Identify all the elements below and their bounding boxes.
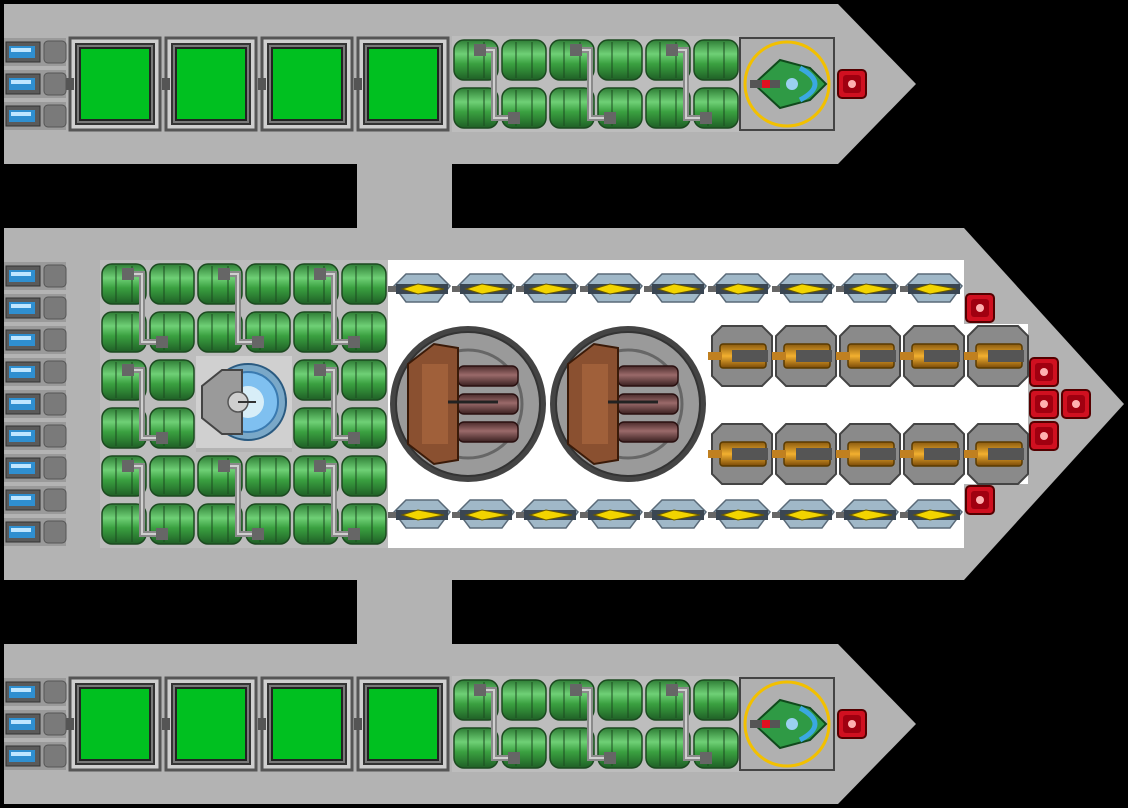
thruster-icon [4, 454, 67, 482]
generator-module-icon [292, 356, 388, 452]
lower-wing [4, 676, 867, 772]
missile-launcher-icon [388, 499, 451, 529]
generator-module-icon [196, 260, 292, 356]
thruster-icon [4, 390, 67, 418]
point-defense-icon [1061, 389, 1091, 419]
generator-module-icon [644, 36, 740, 132]
missile-launcher-icon [580, 273, 643, 303]
thruster-icon [4, 262, 67, 290]
thruster-icon [4, 358, 67, 386]
generator-module-icon [292, 260, 388, 356]
generator-module-icon [196, 452, 292, 548]
generator-module-icon [292, 452, 388, 548]
missile-launcher-icon [644, 499, 707, 529]
cargo-bay-icon [162, 676, 258, 772]
cargo-bay-icon [354, 36, 450, 132]
missile-launcher-icon [708, 273, 771, 303]
cannon-icon [900, 423, 965, 485]
cargo-bay-icon [162, 36, 258, 132]
missile-launcher-icon [900, 499, 963, 529]
thruster-icon [4, 742, 67, 770]
heavy-turret-icon [550, 326, 706, 482]
cannon-icon [772, 423, 837, 485]
cannon-icon [836, 325, 901, 387]
cannon-icon [836, 423, 901, 485]
cannon-icon [964, 325, 1029, 387]
thruster-icon [4, 38, 67, 66]
cargo-bay-icon [354, 676, 450, 772]
missile-launcher-icon [772, 273, 835, 303]
thruster-icon [4, 678, 67, 706]
generator-module-icon [452, 36, 548, 132]
thruster-icon [4, 102, 67, 130]
cannon-icon [964, 423, 1029, 485]
generator-module-icon [100, 260, 196, 356]
generator-module-icon [548, 676, 644, 772]
thruster-icon [4, 294, 67, 322]
point-defense-icon [965, 293, 995, 323]
generator-module-icon [644, 676, 740, 772]
thruster-icon [4, 326, 67, 354]
missile-launcher-icon [516, 273, 579, 303]
thruster-icon [4, 70, 67, 98]
hull-connector-upper [357, 160, 452, 232]
point-defense-icon [1029, 357, 1059, 387]
main-hull-modules [4, 260, 1091, 548]
shield-core-icon [196, 356, 292, 448]
cargo-bay-icon [66, 36, 162, 132]
missile-launcher-icon [772, 499, 835, 529]
generator-module-icon [100, 356, 196, 452]
generator-module-icon [452, 676, 548, 772]
thruster-icon [4, 710, 67, 738]
upper-wing [4, 36, 867, 132]
fighter-bay-icon [739, 37, 835, 131]
cargo-bay-icon [258, 676, 354, 772]
generator-module-icon [548, 36, 644, 132]
cannon-icon [708, 325, 773, 387]
cargo-bay-icon [66, 676, 162, 772]
thruster-icon [4, 422, 67, 450]
cannon-icon [772, 325, 837, 387]
missile-launcher-icon [388, 273, 451, 303]
cannon-icon [708, 423, 773, 485]
heavy-turret-icon [390, 326, 546, 482]
missile-launcher-icon [452, 273, 515, 303]
missile-launcher-icon [452, 499, 515, 529]
missile-launcher-icon [644, 273, 707, 303]
point-defense-icon [837, 709, 867, 739]
missile-launcher-icon [836, 499, 899, 529]
cannon-icon [900, 325, 965, 387]
missile-launcher-icon [900, 273, 963, 303]
point-defense-icon [1029, 389, 1059, 419]
generator-module-icon [100, 452, 196, 548]
point-defense-icon [965, 485, 995, 515]
cargo-bay-icon [258, 36, 354, 132]
missile-launcher-icon [836, 273, 899, 303]
point-defense-icon [1029, 421, 1059, 451]
missile-launcher-icon [580, 499, 643, 529]
thruster-icon [4, 518, 67, 546]
missile-launcher-icon [516, 499, 579, 529]
fighter-bay-icon [739, 677, 835, 771]
hull-connector-lower [357, 575, 452, 647]
missile-launcher-icon [708, 499, 771, 529]
thruster-icon [4, 486, 67, 514]
point-defense-icon [837, 69, 867, 99]
